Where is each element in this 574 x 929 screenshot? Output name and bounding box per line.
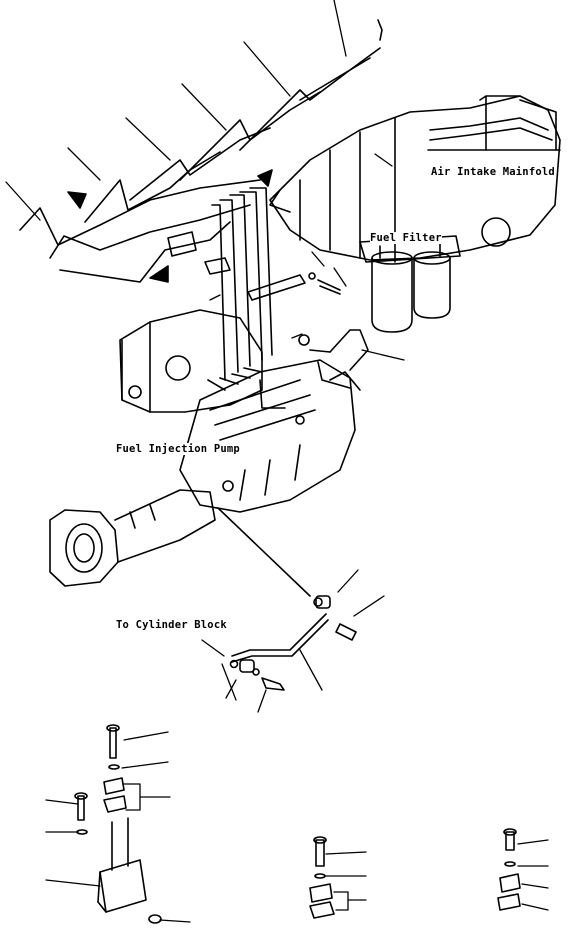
direction-arrows xyxy=(67,169,273,283)
fuel-filter-label: Fuel Filter xyxy=(370,232,442,244)
return-pipe xyxy=(217,507,357,691)
engine-block xyxy=(119,95,561,413)
fuel-injection-pump xyxy=(179,359,361,513)
fittings-upper xyxy=(298,272,369,371)
clamp-assembly-middle xyxy=(309,836,335,919)
clamp-assembly-right xyxy=(497,828,521,911)
leader-lines-middle-assy xyxy=(325,851,367,911)
air-intake-manifold xyxy=(427,99,561,151)
leader-lines-top xyxy=(5,0,405,361)
air-intake-manifold-label: Air Intake Mainfold xyxy=(431,166,555,178)
injection-lines xyxy=(19,19,383,391)
fuel-filter xyxy=(359,235,461,333)
drive-housing xyxy=(49,489,216,587)
fuel-injection-pump-label: Fuel Injection Pump xyxy=(116,443,240,455)
to-cylinder-block-label: To Cylinder Block xyxy=(116,619,227,631)
leader-lines-right-assy xyxy=(517,839,549,911)
leader-lines-middle xyxy=(201,569,385,713)
leader-lines-left-assy xyxy=(45,731,191,923)
clamp-assembly-left xyxy=(74,724,162,924)
